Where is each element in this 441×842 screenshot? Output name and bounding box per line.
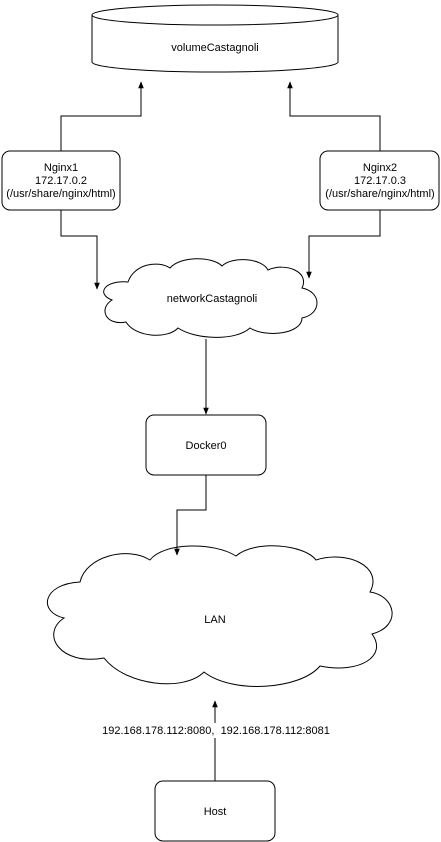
edge-nginx1-to-network xyxy=(60,210,100,290)
lan-label: LAN xyxy=(204,614,225,626)
volume-label: volumeCastagnoli xyxy=(171,42,258,54)
docker0-node: Docker0 xyxy=(145,414,267,476)
lan-cloud: LAN xyxy=(46,545,393,687)
host-to-lan-edge-label: 192.168.178.112:8080, 192.168.178.112:80… xyxy=(98,723,334,738)
host-to-lan-ports: 192.168.178.112:8080, 192.168.178.112:80… xyxy=(102,725,330,737)
nginx1-ip: 172.17.0.2 xyxy=(35,175,87,187)
network-cloud: networkCastagnoli xyxy=(103,258,318,338)
nginx2-path: (/usr/share/nginx/html) xyxy=(325,188,434,200)
edge-docker0-to-lan xyxy=(174,475,207,556)
edge-nginx2-to-network xyxy=(306,210,381,279)
host-label: Host xyxy=(204,806,227,818)
edge-nginx2-to-volume xyxy=(287,81,381,151)
nginx1-path: (/usr/share/nginx/html) xyxy=(6,188,115,200)
network-label: networkCastagnoli xyxy=(167,293,258,305)
nginx1-node: Nginx1 172.17.0.2 (/usr/share/nginx/html… xyxy=(1,150,121,211)
nginx2-name: Nginx2 xyxy=(363,162,397,174)
docker0-label: Docker0 xyxy=(186,440,227,452)
edge-nginx1-to-volume xyxy=(60,81,144,151)
nginx2-ip: 172.17.0.3 xyxy=(354,175,406,187)
volume-cylinder: volumeCastagnoli xyxy=(91,4,339,73)
nginx2-node: Nginx2 172.17.0.3 (/usr/share/nginx/html… xyxy=(319,150,440,211)
host-node: Host xyxy=(154,780,276,842)
nginx1-name: Nginx1 xyxy=(44,162,78,174)
